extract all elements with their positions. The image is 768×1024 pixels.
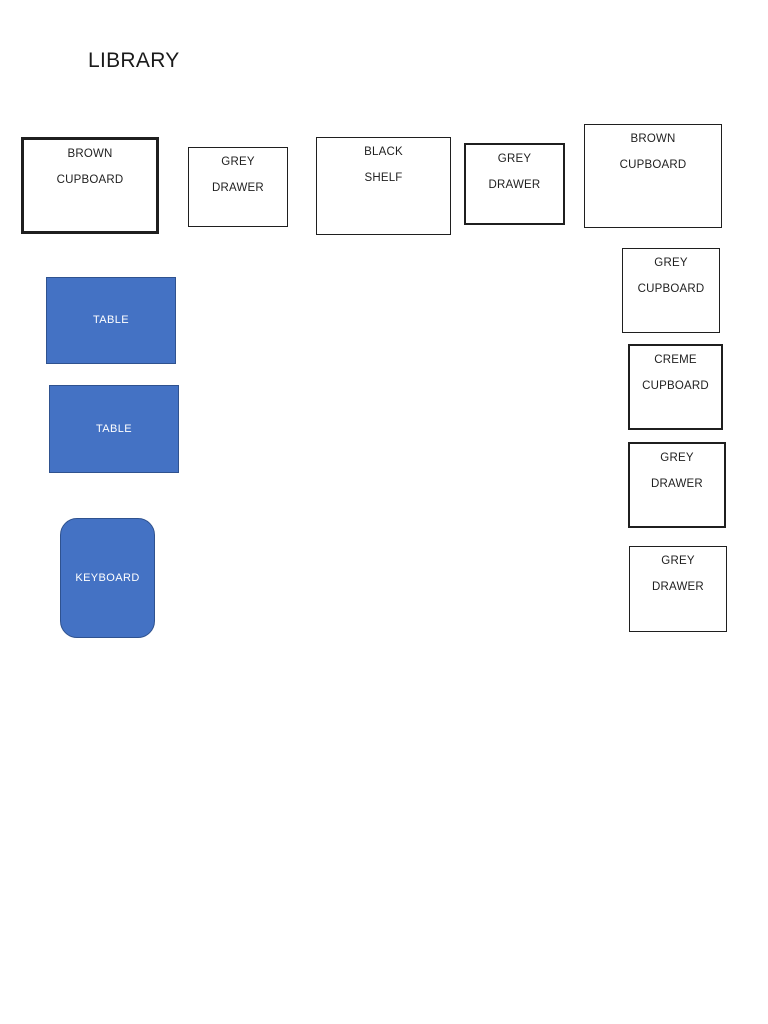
grey-drawer-2-label-line-1: GREY (497, 153, 532, 165)
black-shelf[interactable]: BLACK SHELF (316, 137, 451, 235)
grey-cupboard[interactable]: GREY CUPBOARD (622, 248, 720, 333)
grey-drawer-4[interactable]: GREY DRAWER (629, 546, 727, 632)
grey-drawer-1-label-line-2: DRAWER (212, 182, 264, 195)
brown-cupboard-1-label-line-2: CUPBOARD (56, 174, 124, 187)
grey-drawer-2-label-line-2: DRAWER (488, 179, 541, 192)
creme-cupboard-label-line-2: CUPBOARD (642, 380, 709, 393)
table-1[interactable]: TABLE (46, 277, 176, 364)
black-shelf-label-line-1: BLACK (364, 146, 403, 158)
page-title: LIBRARY (88, 49, 180, 72)
brown-cupboard-2-label-line-2: CUPBOARD (619, 159, 687, 172)
grey-cupboard-label-line-2: CUPBOARD (637, 283, 705, 296)
keyboard-label-line-1: KEYBOARD (75, 571, 140, 584)
grey-cupboard-label-line-1: GREY (654, 257, 688, 269)
table-1-label-line-1: TABLE (92, 314, 130, 327)
creme-cupboard-label-line-1: CREME (654, 354, 697, 366)
table-2[interactable]: TABLE (49, 385, 179, 473)
grey-drawer-3-label-line-1: GREY (660, 452, 694, 464)
black-shelf-label-line-2: SHELF (364, 172, 403, 185)
brown-cupboard-2-label-line-1: BROWN (630, 133, 676, 145)
grey-drawer-4-label-line-2: DRAWER (652, 581, 704, 594)
grey-drawer-3-label-line-2: DRAWER (651, 478, 703, 491)
creme-cupboard[interactable]: CREME CUPBOARD (628, 344, 723, 430)
grey-drawer-2[interactable]: GREY DRAWER (464, 143, 565, 225)
keyboard[interactable]: KEYBOARD (60, 518, 155, 638)
brown-cupboard-1-label-line-1: BROWN (67, 148, 113, 160)
grey-drawer-1-label-line-1: GREY (221, 156, 255, 168)
brown-cupboard-2[interactable]: BROWN CUPBOARD (584, 124, 722, 228)
table-2-label-line-1: TABLE (95, 422, 133, 435)
grey-drawer-3[interactable]: GREY DRAWER (628, 442, 726, 528)
brown-cupboard-1[interactable]: BROWN CUPBOARD (21, 137, 159, 234)
grey-drawer-4-label-line-1: GREY (661, 555, 695, 567)
grey-drawer-1[interactable]: GREY DRAWER (188, 147, 288, 227)
